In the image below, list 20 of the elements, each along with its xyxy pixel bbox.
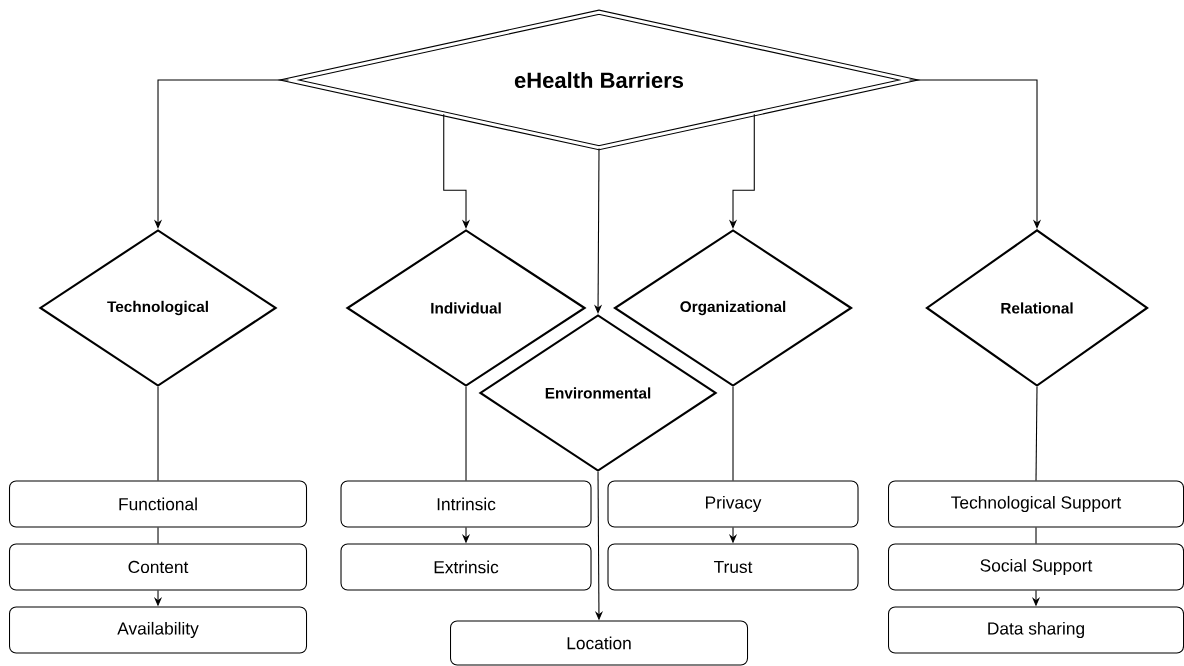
item-box: Functional: [8, 480, 308, 528]
connector-line: [157, 527, 159, 544]
item-box: Availability: [8, 606, 308, 654]
connector-line: [157, 386, 159, 481]
arrow: [443, 113, 471, 229]
connector-line: [465, 386, 467, 481]
item-box: Privacy: [607, 480, 859, 528]
arrow: [909, 79, 1042, 229]
connector-line: [1035, 527, 1037, 544]
item-box: Extrinsic: [340, 543, 592, 591]
connector-line: [1035, 386, 1038, 481]
item-box: Social Support: [887, 543, 1184, 591]
item-box: Data sharing: [887, 606, 1184, 654]
item-box: Content: [8, 543, 308, 591]
item-box: Location: [449, 620, 749, 666]
item-box: Technological Support: [887, 480, 1184, 528]
arrow: [594, 148, 603, 314]
connector-line: [732, 386, 734, 481]
item-box: Trust: [607, 543, 859, 591]
item-box: Intrinsic: [340, 480, 592, 528]
